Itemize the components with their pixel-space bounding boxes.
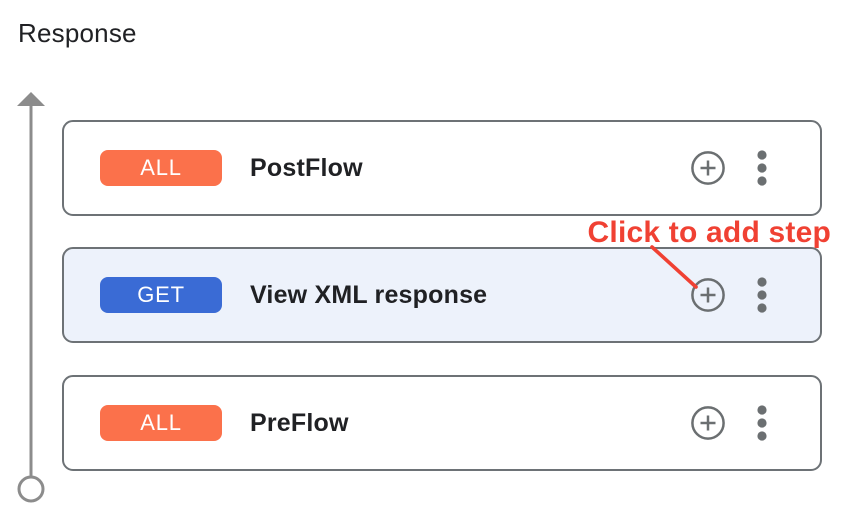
verb-badge: ALL <box>100 405 222 441</box>
add-step-button[interactable] <box>686 273 730 317</box>
flow-name: PostFlow <box>250 153 363 182</box>
card-actions <box>686 146 784 190</box>
plus-circle-icon <box>691 151 725 185</box>
annotation-pointer-line <box>650 245 698 289</box>
panel-title: Response <box>18 18 137 48</box>
kebab-menu-icon <box>757 405 767 441</box>
flow-direction-arrow-icon <box>17 92 45 503</box>
verb-badge: GET <box>100 277 222 313</box>
flow-card-postflow[interactable]: ALL PostFlow <box>62 120 822 216</box>
kebab-menu-icon <box>757 150 767 186</box>
more-options-button[interactable] <box>740 401 784 445</box>
flow-card-view-xml-response[interactable]: GET View XML response <box>62 247 822 343</box>
more-options-button[interactable] <box>740 146 784 190</box>
flow-name: View XML response <box>250 280 488 309</box>
add-step-button[interactable] <box>686 401 730 445</box>
verb-badge: ALL <box>100 150 222 186</box>
add-step-button[interactable] <box>686 146 730 190</box>
flow-card-preflow[interactable]: ALL PreFlow <box>62 375 822 471</box>
plus-circle-icon <box>691 278 725 312</box>
kebab-menu-icon <box>757 277 767 313</box>
more-options-button[interactable] <box>740 273 784 317</box>
card-actions <box>686 273 784 317</box>
annotation-click-to-add-step: Click to add step <box>587 216 831 249</box>
flow-name: PreFlow <box>250 408 349 437</box>
plus-circle-icon <box>691 406 725 440</box>
card-actions <box>686 401 784 445</box>
